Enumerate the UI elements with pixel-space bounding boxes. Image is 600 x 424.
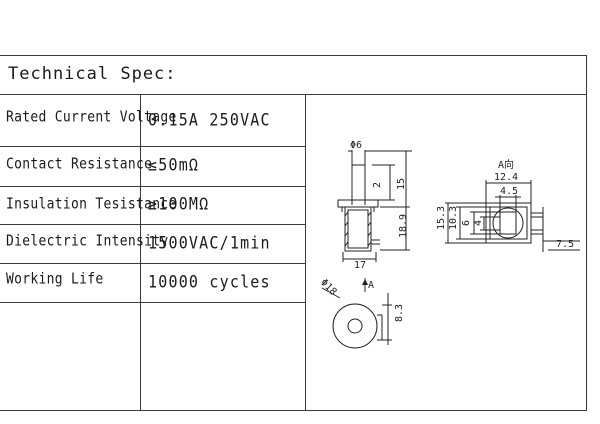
page-title: Technical Spec: bbox=[8, 64, 177, 84]
spec-row: Rated Current Voltage 0.15A 250VAC bbox=[0, 94, 306, 147]
dim-15: 15 bbox=[396, 178, 407, 190]
spec-value: 0.15A 250VAC bbox=[148, 110, 271, 130]
spec-value: ≥100MΩ bbox=[148, 194, 210, 214]
spec-label: Working Life bbox=[6, 271, 104, 289]
dim-2: 2 bbox=[372, 182, 383, 188]
dim-15-3: 15.3 bbox=[436, 206, 447, 230]
dim-10-3: 10.3 bbox=[448, 206, 459, 230]
dim-18-9: 18.9 bbox=[398, 214, 409, 238]
spec-value: 10000 cycles bbox=[148, 272, 271, 292]
dim-12-4: 12.4 bbox=[494, 172, 518, 183]
title-row: Technical Spec: bbox=[0, 55, 587, 95]
spec-label: Contact Resistance bbox=[6, 156, 153, 174]
bottom-border bbox=[0, 410, 587, 411]
spec-row: Contact Resistance ≤50mΩ bbox=[0, 146, 306, 187]
dim-6: 6 bbox=[461, 220, 472, 226]
spec-label: Rated Current Voltage bbox=[6, 109, 177, 127]
arrow-a: A bbox=[368, 280, 374, 291]
dim-7-5: 7.5 bbox=[556, 239, 574, 250]
table-divider-left bbox=[140, 94, 141, 411]
end-view-a bbox=[445, 180, 580, 252]
dim-phi6: Φ6 bbox=[350, 140, 362, 151]
spec-row: Working Life 10000 cycles bbox=[0, 263, 306, 303]
spec-value: 1500VAC/1min bbox=[148, 233, 271, 253]
view-a-label: A向 bbox=[498, 158, 514, 171]
table-divider-right bbox=[305, 94, 306, 411]
spec-row: Dielectric Intensity 1500VAC/1min bbox=[0, 224, 306, 264]
spec-row: Insulation Tesistance ≥100MΩ bbox=[0, 186, 306, 225]
spec-label: Insulation Tesistance bbox=[6, 196, 177, 214]
dim-4-5: 4.5 bbox=[500, 186, 518, 197]
dim-4: 4 bbox=[473, 220, 484, 226]
side-view bbox=[337, 150, 412, 262]
right-border bbox=[586, 55, 587, 411]
dim-phi18: Φ18 bbox=[318, 277, 339, 298]
dim-8-3: 8.3 bbox=[394, 304, 405, 322]
end-view-marking bbox=[362, 279, 368, 292]
spec-label: Dielectric Intensity bbox=[6, 233, 169, 251]
spec-value: ≤50mΩ bbox=[148, 155, 200, 175]
dim-17: 17 bbox=[354, 260, 366, 271]
